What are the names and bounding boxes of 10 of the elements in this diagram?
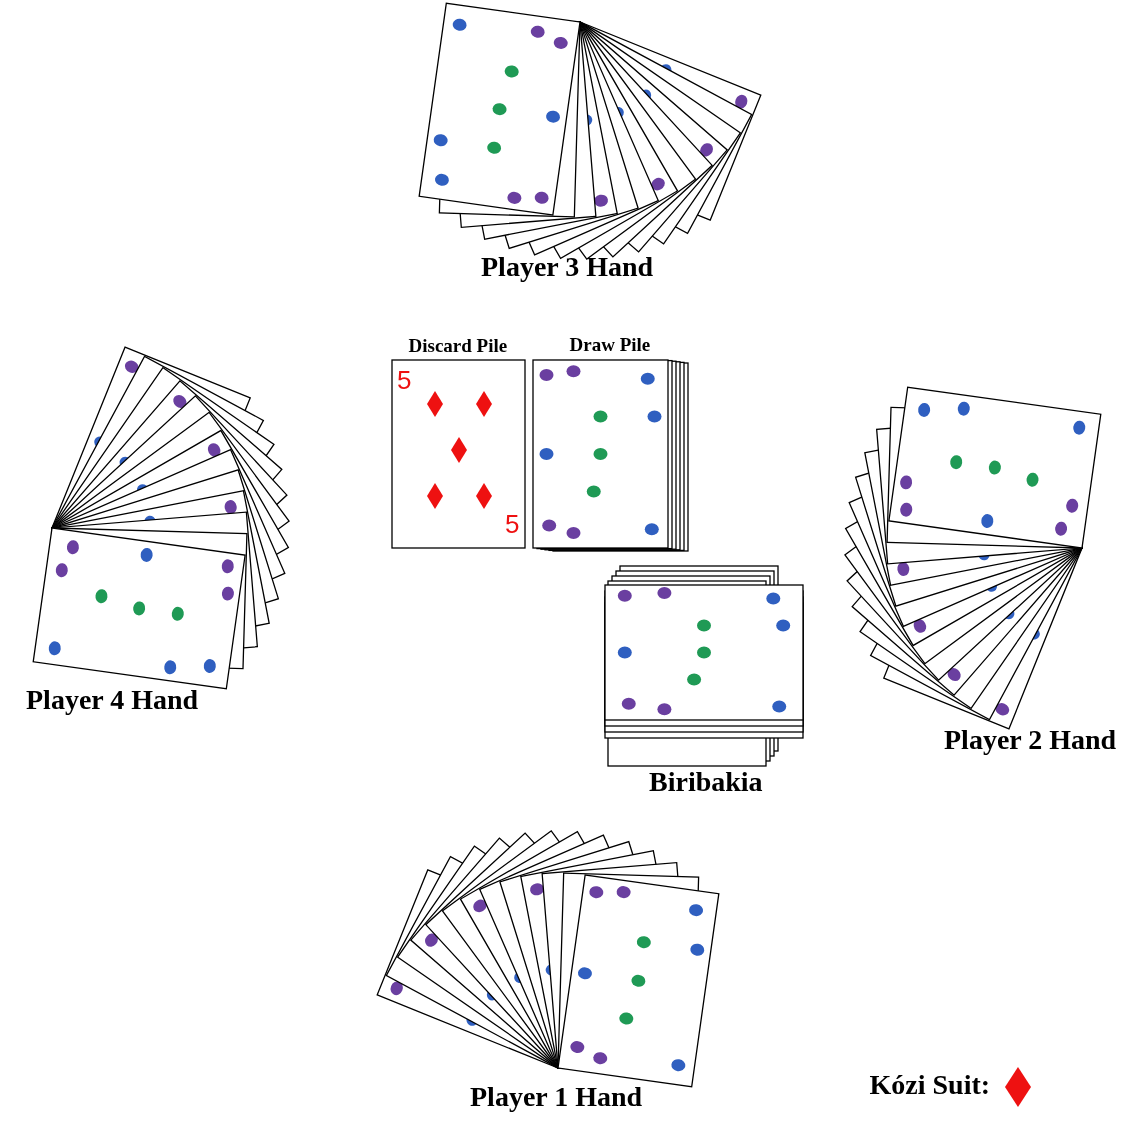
card-rank: 5 bbox=[505, 511, 520, 537]
hand-label: Player 1 Hand bbox=[470, 1083, 643, 1111]
hand-label: Player 4 Hand bbox=[26, 686, 199, 714]
pile-label: Biribakia bbox=[649, 768, 763, 796]
pile-label: Draw Pile bbox=[569, 334, 651, 354]
suit-label: Kózi Suit: bbox=[869, 1071, 991, 1099]
hand-label: Player 3 Hand bbox=[481, 253, 654, 281]
card-rank: 5 bbox=[397, 367, 412, 393]
pile-label: Discard Pile bbox=[408, 335, 508, 355]
hand-label: Player 2 Hand bbox=[944, 726, 1117, 754]
